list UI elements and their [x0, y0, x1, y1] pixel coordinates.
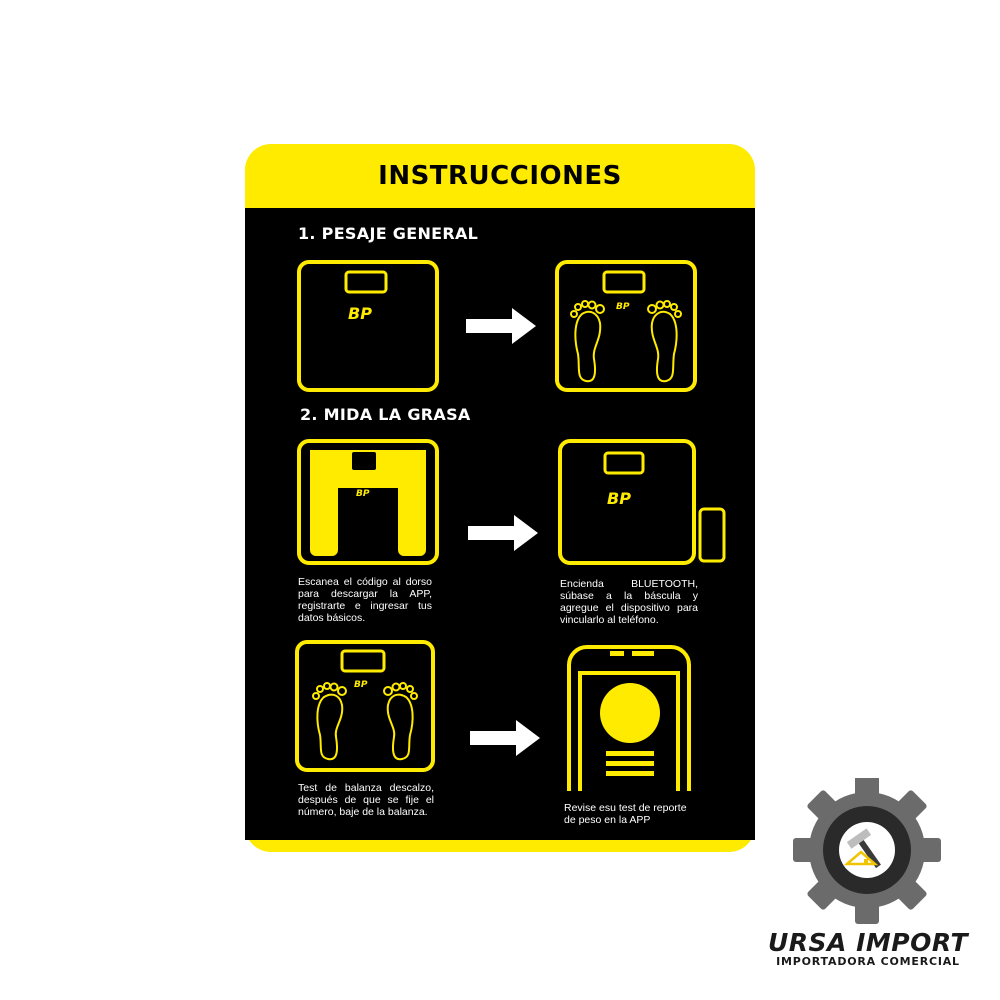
section-title-fat: 2. MIDA LA GRASA [300, 405, 471, 424]
scale-electrodes-icon: BP [296, 438, 440, 566]
arrow-right-icon [468, 515, 540, 556]
brand-mark: BP [348, 304, 372, 323]
section-title-general: 1. PESAJE GENERAL [298, 224, 479, 243]
ursa-import-logo [754, 776, 982, 974]
brand-mark: BP [356, 489, 370, 499]
smartphone-icon [698, 507, 726, 563]
scale-icon: BP [296, 259, 440, 393]
brand-name: URSA IMPORT [767, 928, 969, 957]
card-title: INSTRUCCIONES [378, 161, 622, 191]
scale-with-footprints-icon: BP [294, 639, 436, 773]
arrow-right-icon [470, 720, 542, 761]
scale-bluetooth-phone-icon: BP [557, 438, 729, 568]
hammer-icon [843, 828, 881, 869]
step-caption-2: Encienda BLUETOOTH, súbase a la báscula … [560, 578, 698, 626]
arrow-right-icon [466, 308, 538, 349]
brand-mark: BP [354, 680, 368, 690]
smartphone-icon [566, 643, 692, 791]
step-caption-4: Revise esu test de reporte de peso en la… [564, 802, 687, 826]
step-caption-1: Escanea el código al dorso para descarga… [298, 576, 432, 624]
brand-mark: BP [616, 302, 630, 312]
scale-with-footprints-icon: BP [554, 259, 698, 393]
brand-tagline: IMPORTADORA COMERCIAL [776, 955, 960, 968]
brand-mark: BP [607, 489, 631, 508]
step-caption-3: Test de balanza descalzo, después de que… [298, 782, 434, 818]
